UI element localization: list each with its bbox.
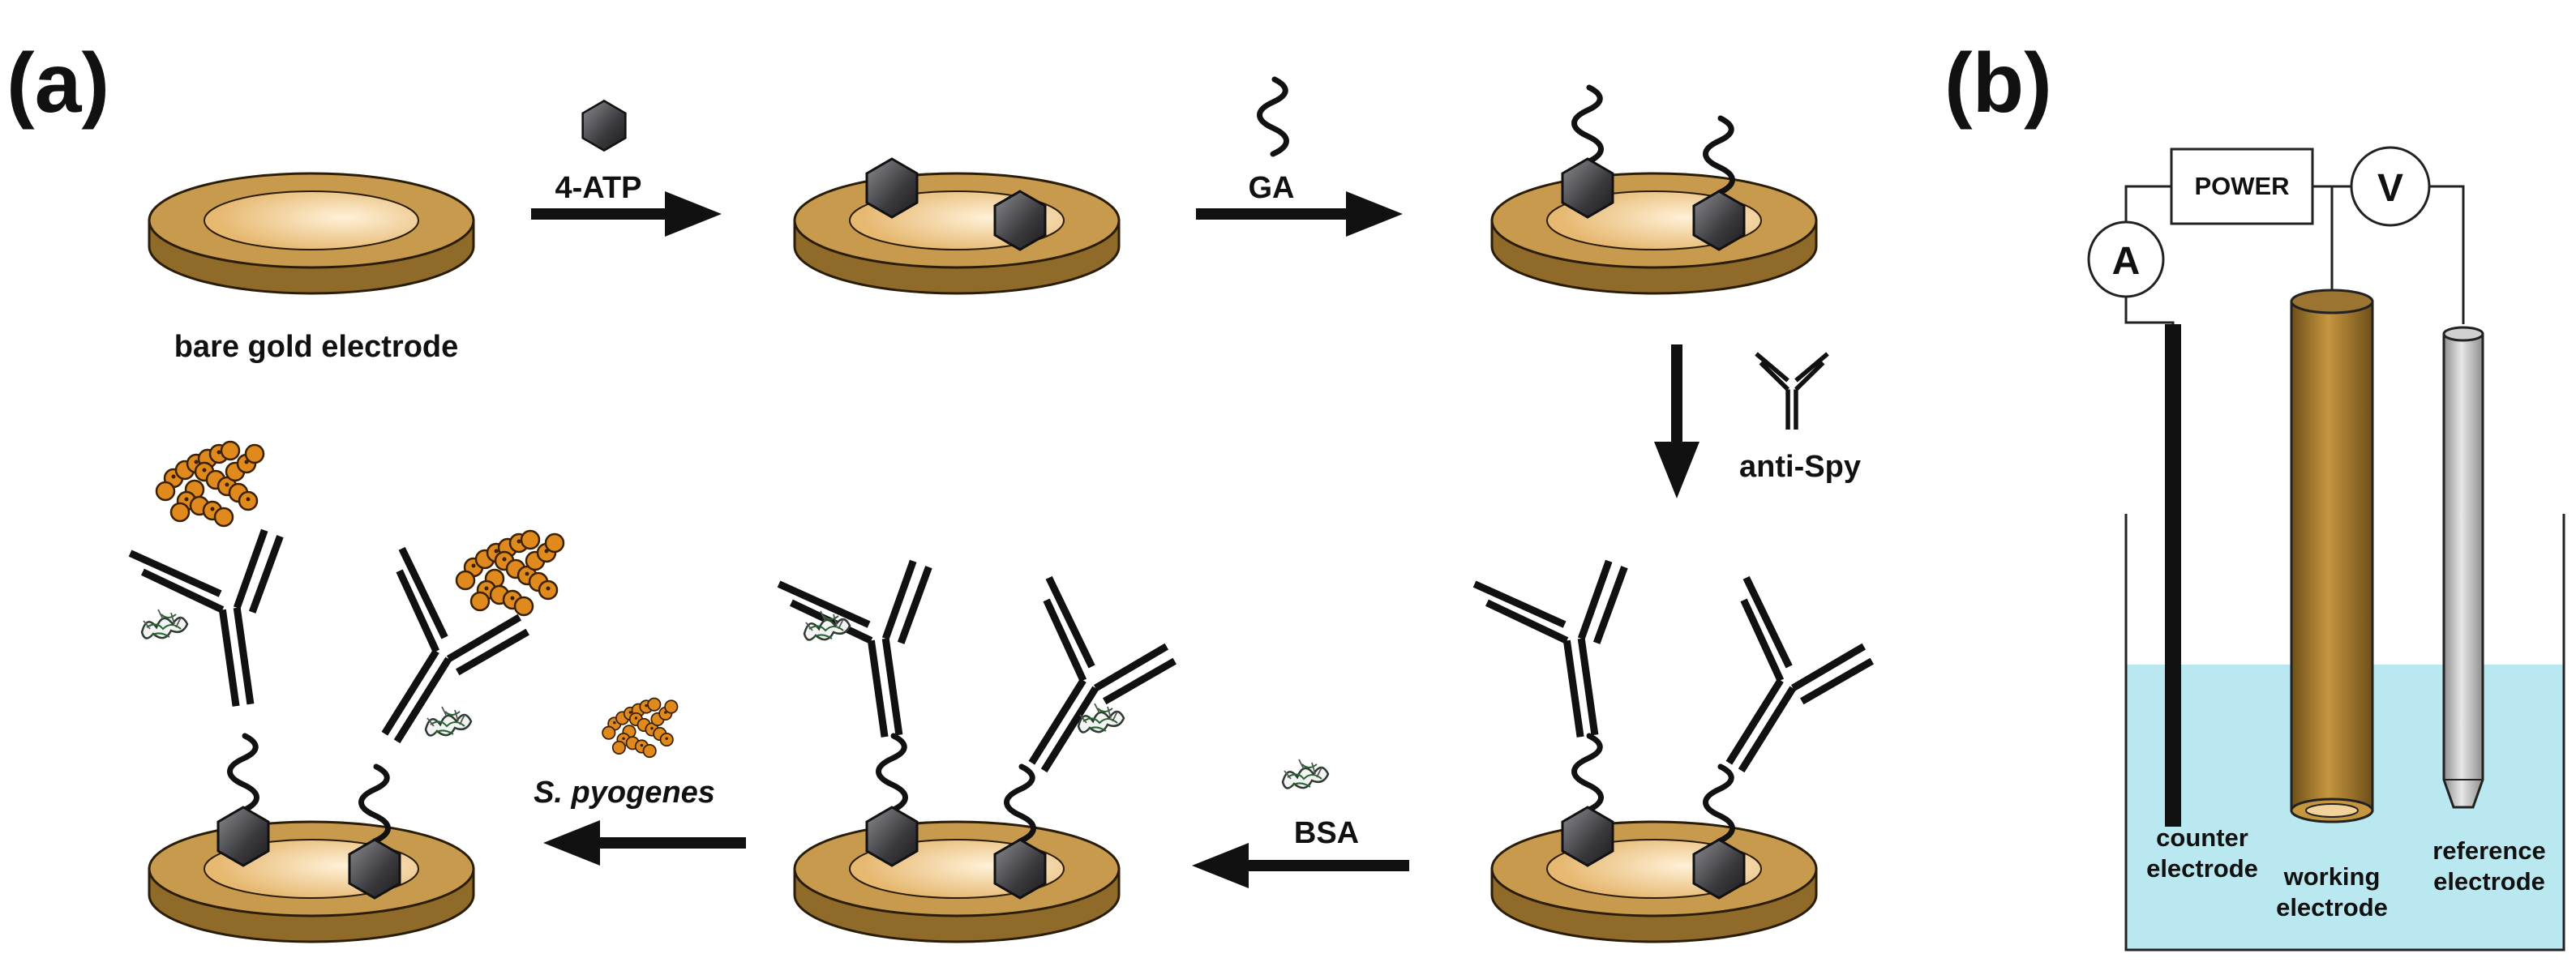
step-arrow-ga [1196, 79, 1403, 237]
electrode-4atp [793, 157, 1121, 295]
reference-label-2: electrode [2433, 867, 2545, 896]
electrode-bacteria [130, 440, 565, 943]
panel-b-label: (b) [1944, 36, 2052, 130]
beaker [2124, 514, 2565, 951]
step-arrow-spyogenes [543, 697, 746, 866]
label-ga: GA [1249, 171, 1295, 205]
step-arrow-4atp [531, 100, 722, 237]
working-label-1: working [2283, 862, 2381, 891]
panel-a-label: (a) [6, 36, 109, 130]
working-label-2: electrode [2276, 893, 2388, 922]
voltmeter-label: V [2377, 167, 2403, 210]
electrode-ga [1490, 88, 1818, 295]
electrode-antibody [1474, 559, 1876, 943]
power-supply [2170, 148, 2314, 225]
label-4atp: 4-ATP [555, 171, 642, 205]
voltmeter [2350, 146, 2431, 227]
reference-label-1: reference [2432, 836, 2546, 865]
working-electrode [2290, 289, 2374, 823]
counter-label-2: electrode [2146, 854, 2258, 883]
reference-electrode [2442, 326, 2484, 809]
electrode-bsa [778, 559, 1179, 943]
label-spyogenes: S. pyogenes [534, 776, 715, 810]
power-label: POWER [2194, 172, 2289, 200]
step-arrow-bsa [1192, 758, 1409, 888]
bare-electrode-caption: bare gold electrode [174, 330, 459, 364]
bare-gold-electrode [148, 172, 475, 295]
electrochemical-cell: POWER V A counter electrode working elec… [2087, 146, 2565, 951]
counter-label-1: counter [2156, 823, 2248, 852]
label-bsa: BSA [1294, 816, 1359, 850]
ammeter [2087, 220, 2165, 298]
label-anti-spy: anti-Spy [1739, 450, 1861, 484]
counter-electrode [2165, 324, 2181, 827]
ammeter-label: A [2112, 240, 2141, 283]
step-arrow-anti-spy [1654, 344, 1829, 498]
